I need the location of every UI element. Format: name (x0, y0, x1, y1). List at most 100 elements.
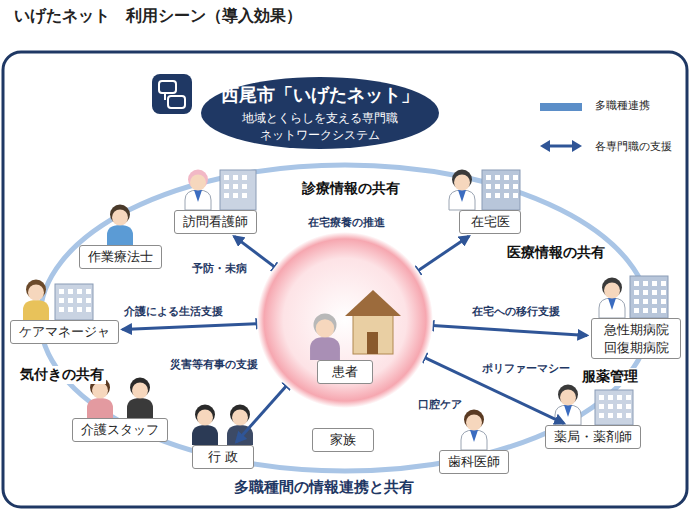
building-wall (55, 284, 93, 320)
note-label: 診療情報の共有 (300, 180, 402, 198)
building-window (626, 395, 631, 400)
building-window (643, 299, 648, 304)
person-hair (26, 280, 46, 300)
role-box: 介護スタッフ (72, 418, 168, 442)
node-label: 歯科医師 (448, 453, 500, 471)
building-window (86, 307, 91, 312)
edge-label: ポリファーマシー (480, 362, 572, 375)
house-roof (345, 290, 401, 316)
header-oval: 西尾市「いげたネット」地域とくらしを支える専門職 ネットワークシステム (200, 76, 440, 150)
building-window (652, 290, 657, 295)
building-window (68, 289, 73, 294)
building-window (242, 184, 247, 189)
building-icon (630, 276, 668, 318)
building-window (495, 193, 500, 198)
person-hair (195, 405, 215, 425)
building-window (661, 281, 666, 286)
building-window (599, 395, 604, 400)
building-window (242, 175, 247, 180)
building-window (608, 395, 613, 400)
person-tie (458, 190, 466, 202)
building-wall (595, 390, 633, 425)
support-arrow (425, 325, 587, 335)
person-face (316, 319, 334, 337)
building-window (86, 298, 91, 303)
building-window (504, 175, 509, 180)
person-body (107, 225, 133, 245)
support-arrow (236, 380, 291, 442)
role-box: 作業療法士 (79, 245, 162, 269)
role-box: 行 政 (192, 445, 254, 469)
building-window (504, 193, 509, 198)
building-window (599, 413, 604, 418)
house-icon (345, 290, 401, 354)
patient-circle: 患者 (257, 232, 433, 408)
legend-text: 各専門職の支援 (595, 139, 672, 154)
header-title: 西尾市「いげたネット」 (221, 83, 419, 107)
building-window (652, 308, 657, 313)
logo-ground (152, 74, 192, 114)
node-label: 薬局・薬剤師 (554, 428, 632, 446)
building-window (661, 290, 666, 295)
person-hair (602, 278, 622, 298)
person-hair (230, 405, 250, 425)
legend-arrow-sample (540, 140, 582, 152)
building-icon (55, 284, 93, 320)
node-label: 急性期病院 回復期病院 (600, 321, 672, 356)
building-window (661, 308, 666, 313)
node-label: 家族 (321, 431, 365, 449)
person-icon (599, 278, 625, 319)
role-box: 急性期病院 回復期病院 (591, 318, 681, 359)
person-body (23, 300, 49, 320)
building-window (617, 395, 622, 400)
building-wall (220, 170, 256, 210)
person-icon (23, 280, 49, 321)
note-label: 気付きの共有 (18, 366, 106, 384)
node-label: 介護スタッフ (81, 421, 159, 439)
building-window (233, 175, 238, 180)
person-icon (192, 405, 218, 446)
node-label: ケアマネージャ (19, 323, 110, 341)
building-window (513, 175, 518, 180)
note-label: 在宅療養の推進 (306, 216, 387, 229)
building-window (77, 307, 82, 312)
note-label: 医療情報の共有 (505, 244, 607, 262)
person-icon (185, 170, 211, 211)
building-window (59, 307, 64, 312)
building-window (59, 289, 64, 294)
role-box: ケアマネージャ (10, 320, 119, 344)
person-body (87, 398, 113, 418)
person-face (112, 210, 128, 226)
building-window (617, 413, 622, 418)
header-subtitle: 地域とくらしを支える専門職 ネットワークシステム (230, 110, 410, 144)
building-window (224, 175, 229, 180)
building-window (77, 298, 82, 303)
edge-label: 在宅への移行支援 (470, 305, 562, 318)
building-window (486, 184, 491, 189)
building-window (486, 175, 491, 180)
building-window (643, 281, 648, 286)
building-window (661, 299, 666, 304)
person-icon (555, 385, 581, 426)
building-window (608, 413, 613, 418)
person-tie (194, 190, 202, 202)
building-window (68, 307, 73, 312)
role-box: 訪問看護師 (174, 210, 257, 234)
edge-label: 災害等有事の支援 (168, 358, 260, 371)
building-window (634, 281, 639, 286)
person-face (28, 285, 44, 301)
building-window (617, 404, 622, 409)
person-face (92, 383, 108, 399)
building-window (599, 404, 604, 409)
node-label: 患者 (317, 360, 373, 384)
person-icon (107, 205, 133, 246)
house-door (367, 332, 378, 354)
building-window (59, 298, 64, 303)
person-face (232, 410, 248, 426)
person-hair (188, 170, 208, 190)
person-hair (558, 385, 578, 405)
role-box: 家族 (312, 428, 374, 452)
note-label: 予防・未病 (190, 262, 249, 275)
building-window (652, 281, 657, 286)
glow-circle (257, 232, 433, 408)
